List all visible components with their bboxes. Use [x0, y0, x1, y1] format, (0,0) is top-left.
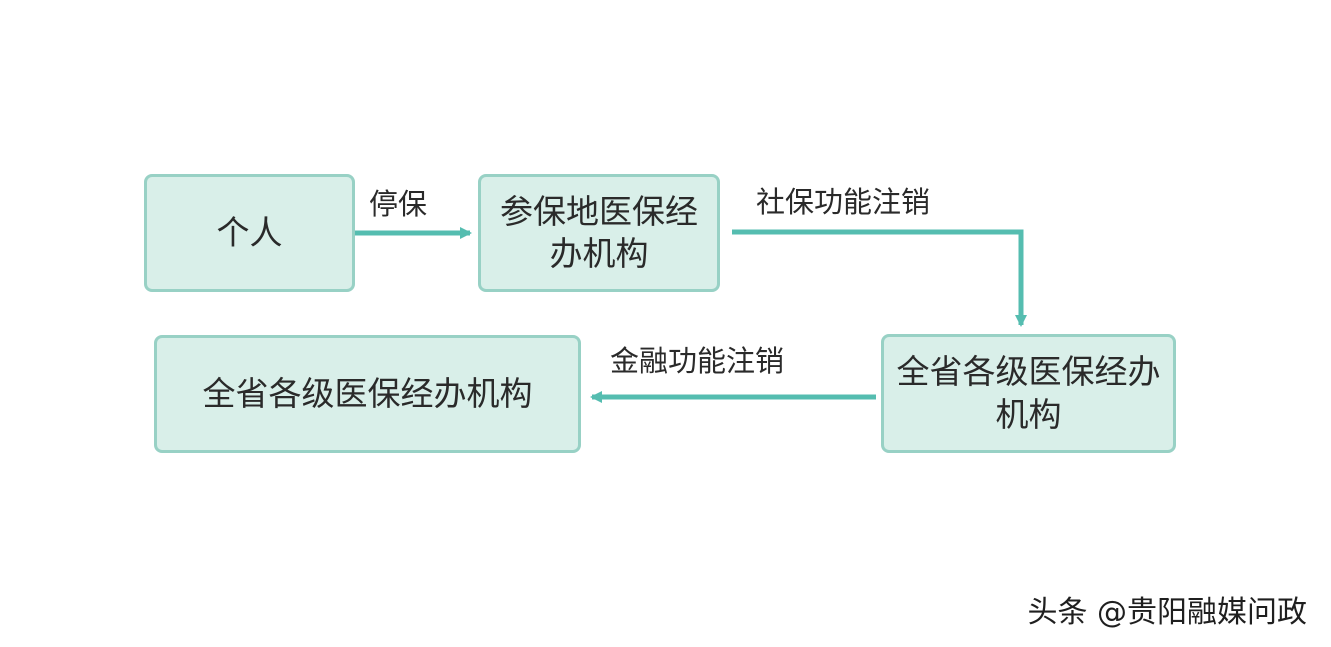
node-individual: 个人 — [144, 174, 355, 292]
edge-label-stop-insurance: 停保 — [369, 187, 428, 221]
edge-label-social-security-cancel: 社保功能注销 — [756, 185, 931, 219]
node-insured-agency-label: 参保地医保经办机构 — [500, 191, 698, 273]
node-province-agency-left-label: 全省各级医保经办机构 — [202, 373, 533, 413]
edge-label-finance-cancel: 金融功能注销 — [610, 344, 785, 378]
arrow-insured-agency-to-province-agency — [732, 229, 1027, 327]
node-province-agency-left: 全省各级医保经办机构 — [154, 335, 581, 453]
node-province-agency-right: 全省各级医保经办机构 — [881, 334, 1176, 453]
node-individual-label: 个人 — [216, 212, 283, 252]
watermark: 头条 @贵阳融媒问政 — [1027, 595, 1307, 630]
node-insured-agency: 参保地医保经办机构 — [478, 174, 720, 292]
node-province-agency-right-label: 全省各级医保经办机构 — [896, 352, 1161, 434]
